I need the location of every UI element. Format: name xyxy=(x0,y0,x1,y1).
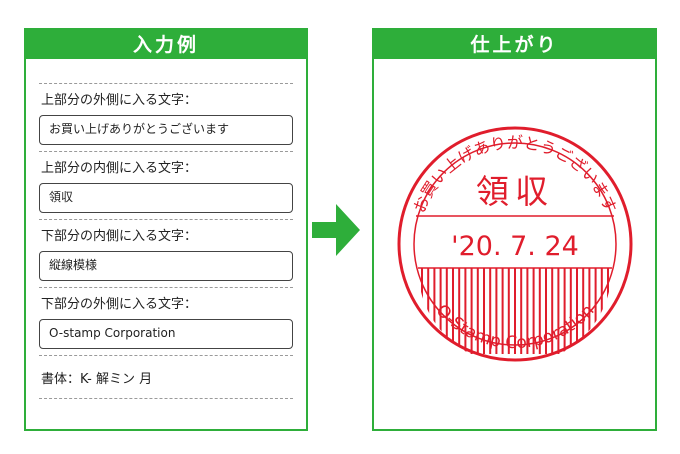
field-label-top-inner: 上部分の内側に入る文字： xyxy=(41,161,198,176)
input-form: 上部分の外側に入る文字： お買い上げありがとうございます 上部分の内側に入る文字… xyxy=(39,83,293,399)
field-bottom-inner: 下部分の内側に入る文字： 縦線模様 xyxy=(39,220,293,287)
result-header: 仕上がり xyxy=(372,28,657,59)
divider xyxy=(39,355,293,356)
field-bottom-outer: 下部分の外側に入る文字： O-stamp Corporation xyxy=(39,288,293,355)
top-inner-text-field[interactable]: 領収 xyxy=(39,183,293,213)
top-outer-text-field[interactable]: お買い上げありがとうございます xyxy=(39,115,293,145)
font-label: 書体：K- 解ミン 月 xyxy=(41,372,153,387)
result-panel: 仕上がり xyxy=(372,28,657,431)
arrow-right-icon xyxy=(312,204,360,256)
divider xyxy=(39,219,293,220)
divider xyxy=(39,151,293,152)
field-top-inner: 上部分の内側に入る文字： 領収 xyxy=(39,152,293,219)
stamp-top-inner-text: 領収 xyxy=(476,172,554,211)
stamp-outer-ring xyxy=(397,126,633,362)
divider xyxy=(39,83,293,84)
stamp-date-text: '20. 7. 24 xyxy=(451,231,579,262)
bottom-inner-text-field[interactable]: 縦線模様 xyxy=(39,251,293,281)
bottom-outer-text-field[interactable]: O-stamp Corporation xyxy=(39,319,293,349)
divider xyxy=(39,398,293,399)
field-label-top-outer: 上部分の外側に入る文字： xyxy=(41,93,198,108)
input-example-header: 入力例 xyxy=(24,28,308,59)
field-top-outer: 上部分の外側に入る文字： お買い上げありがとうございます xyxy=(39,84,293,151)
field-label-bottom-outer: 下部分の外側に入る文字： xyxy=(41,297,198,312)
input-example-panel: 入力例 上部分の外側に入る文字： お買い上げありがとうございます 上部分の内側に… xyxy=(24,28,308,431)
divider xyxy=(39,287,293,288)
vertical-stripe-pattern xyxy=(421,268,609,354)
stamp-preview: お買い上げありがとうございます 領収 '20. 7. 24 O-Stamp Co… xyxy=(397,126,633,362)
field-label-bottom-inner: 下部分の内側に入る文字： xyxy=(41,229,198,244)
